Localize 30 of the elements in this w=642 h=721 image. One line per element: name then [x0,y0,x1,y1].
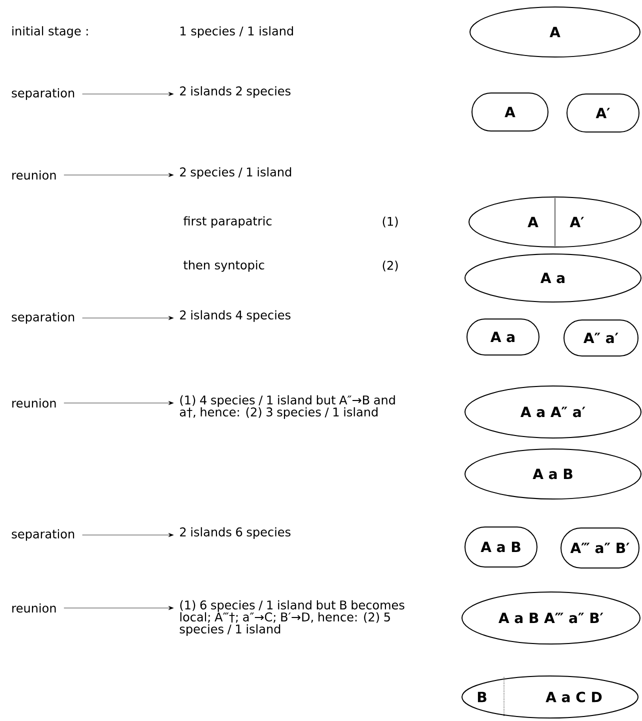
text-label: (1) [382,216,398,228]
arrow [64,173,174,177]
description-text: 2 species / 1 island [180,167,292,179]
island-outline: A a [466,318,540,356]
stage-label: separation [12,529,74,541]
description-text: 2 islands 4 species [180,310,290,322]
stage-label: reunion [12,170,56,180]
stage-label: separation [12,312,74,324]
arrow [64,606,174,610]
island-outline: A″ a′ [564,320,638,356]
text-label: (2) [382,260,398,272]
island-outline: A a B [464,526,538,568]
arrow [64,401,174,405]
text-label: initial stage : [12,26,88,38]
island-outline: A′ [566,94,640,132]
description-text: (1) 4 species / 1 island but A″→B and a†, hence: (2) 3 species / 1 island [180,395,395,419]
stage-label: reunion [12,603,56,613]
stage-label: separation [12,88,74,100]
arrow [82,92,174,96]
text-label: 1 species / 1 island [180,26,293,38]
island-outline: A [472,92,548,132]
text-label: then syntopic [184,260,264,272]
stage-label: reunion [12,398,56,408]
description-text: 2 islands 2 species [180,86,290,98]
arrow [82,533,174,537]
text-label: first parapatric [183,216,272,228]
arrow [82,316,174,320]
description-text: 2 islands 6 species [180,527,290,539]
description-text: (1) 6 species / 1 island but B becomes local; A‴†; a″→C; B′→D, hence: (2) 5 species / 1 island [180,600,404,636]
island-outline: A‴ a″ B′ [560,528,640,568]
